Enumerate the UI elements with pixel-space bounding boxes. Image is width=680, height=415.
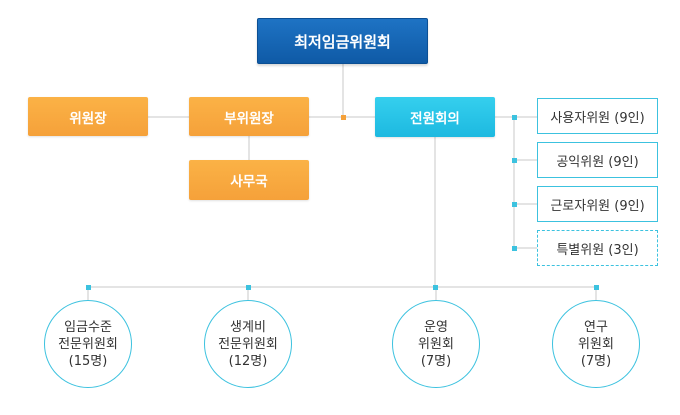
committee-line-3: (7명) [420,353,452,369]
committee-line-3: (15명) [68,353,108,369]
committee-line-1: 연구 [584,319,608,335]
committee-line-2: 전문위원회 [218,336,278,352]
committee-line-2: 위원회 [418,336,454,352]
committee-line-3: (12명) [228,353,268,369]
chairperson-box: 위원장 [28,97,148,136]
minimum-wage-commission-label: 최저임금위원회 [294,32,391,51]
junction-dot-committee-3 [433,285,438,290]
committee-line-3: (7명) [580,353,612,369]
steering-committee-circle: 운영 위원회 (7명) [392,300,480,388]
committee-line-2: 전문위원회 [58,336,118,352]
secretariat-label: 사무국 [230,174,268,190]
junction-dot-members-2 [512,158,517,163]
junction-dot-members-4 [512,246,517,251]
wage-level-committee-circle: 임금수준 전문위원회 (15명) [44,300,132,388]
committee-line-1: 운영 [424,319,448,335]
worker-members-box: 근로자위원 (9인) [537,186,658,222]
secretariat-box: 사무국 [189,160,309,200]
employer-members-box: 사용자위원 (9인) [537,98,658,134]
special-members-label: 특별위원 (3인) [556,242,639,258]
committee-line-1: 생계비 [230,319,266,335]
plenary-session-label: 전원회의 [410,111,460,127]
chairperson-label: 위원장 [69,110,107,127]
junction-dot-committee-1 [86,285,91,290]
public-interest-members-box: 공익위원 (9인) [537,142,658,178]
junction-dot-orange [341,115,346,120]
minimum-wage-commission-box: 최저임금위원회 [257,18,428,64]
junction-dot-members-3 [512,202,517,207]
junction-dot-committee-2 [246,285,251,290]
plenary-session-box: 전원회의 [375,97,495,137]
junction-dot-members-1 [512,115,517,120]
public-interest-members-label: 공익위원 (9인) [556,154,639,170]
living-cost-committee-circle: 생계비 전문위원회 (12명) [204,300,292,388]
vice-chairperson-box: 부위원장 [189,97,309,136]
special-members-box: 특별위원 (3인) [537,230,658,266]
research-committee-circle: 연구 위원회 (7명) [552,300,640,388]
employer-members-label: 사용자위원 (9인) [550,110,645,126]
committee-line-2: 위원회 [578,336,614,352]
junction-dot-committee-4 [594,285,599,290]
vice-chairperson-label: 부위원장 [224,110,274,127]
worker-members-label: 근로자위원 (9인) [550,198,645,214]
committee-line-1: 임금수준 [64,319,112,335]
